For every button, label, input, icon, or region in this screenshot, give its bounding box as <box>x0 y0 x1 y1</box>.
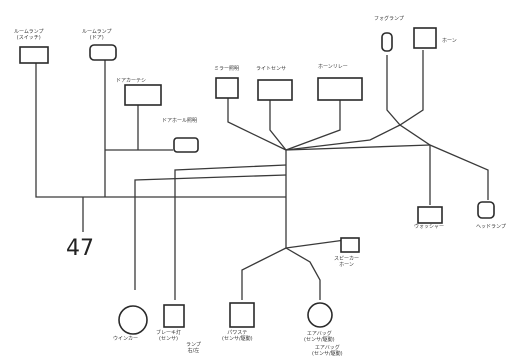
label-door-hole-light: ドアホール照明 <box>162 118 197 124</box>
label-lamp-lr: ランプ 右/左 <box>186 342 201 354</box>
label-text: スピーカー <box>334 256 360 262</box>
wire <box>285 247 321 300</box>
wire <box>285 50 424 151</box>
label-airbag-right: エアバッグ (センサ/駆動) <box>304 331 335 343</box>
label-washer: ウォッシャー <box>414 224 444 230</box>
label-text: エアバッグ <box>314 345 340 351</box>
component-box <box>340 237 360 253</box>
label-text: ランプ <box>186 342 201 348</box>
label-winker: ウインカー <box>113 336 138 342</box>
component-round <box>307 302 333 328</box>
component-box <box>477 201 495 219</box>
figure-number: 47 <box>66 236 94 261</box>
label-horn-top: ホーン <box>442 38 457 44</box>
wire <box>269 100 287 151</box>
label-text: ホーン <box>442 38 457 44</box>
wire <box>285 144 431 151</box>
label-text: エアバッグ <box>306 331 332 337</box>
label-text: ルームランプ <box>14 29 44 35</box>
wire <box>241 247 287 300</box>
wire <box>285 239 346 249</box>
label-text: ウォッシャー <box>414 224 445 230</box>
component-box <box>317 77 363 101</box>
label-text: ホーンリレー <box>318 64 348 70</box>
label-text: (センサ/駆動) <box>312 351 343 357</box>
label-power-steering: パワステ (センサ/駆動) <box>222 330 253 342</box>
label-text: ヘッドランプ <box>476 224 506 230</box>
component-box <box>173 137 199 153</box>
label-text: 右/左 <box>187 348 200 354</box>
label-text: ホーン <box>339 262 354 268</box>
component-box <box>381 32 393 52</box>
label-head-lamp: ヘッドランプ <box>476 224 506 230</box>
component-round <box>118 305 148 335</box>
label-brake-lamp: ブレーキ灯 (センサ) <box>156 330 181 342</box>
label-text: (ドア) <box>89 35 104 41</box>
label-text: フォグランプ <box>374 16 404 22</box>
label-text: ルームランプ <box>82 29 112 35</box>
label-text: ブレーキ灯 <box>156 330 182 336</box>
label-airbag-left: エアバッグ (センサ/駆動) <box>312 345 343 357</box>
label-speaker: スピーカー ホーン <box>334 256 359 268</box>
label-text: ウインカー <box>113 336 139 342</box>
wire <box>285 100 341 151</box>
label-text: パワステ <box>227 330 248 336</box>
component-box <box>417 206 443 224</box>
label-room-lamp-switch: ルームランプ (スイッチ) <box>14 29 43 41</box>
wire <box>386 55 489 200</box>
label-horn-relay: ホーンリレー <box>318 64 348 70</box>
component-box <box>89 44 117 61</box>
label-text: ドアカーテシ <box>116 78 147 84</box>
label-room-lamp-door: ルームランプ (ドア) <box>82 29 111 41</box>
wire <box>35 60 286 198</box>
component-box <box>229 302 255 328</box>
label-text: (センサ) <box>159 336 178 342</box>
label-fog-lamp: フォグランプ <box>374 16 404 22</box>
component-box <box>413 27 437 49</box>
label-light-sensor: ライトセンサ <box>256 66 286 72</box>
component-box <box>19 46 49 64</box>
wire <box>105 103 173 151</box>
label-text: (センサ/駆動) <box>304 337 335 343</box>
label-text: ミラー照明 <box>214 66 240 72</box>
component-box <box>215 77 239 99</box>
label-text: ライトセンサ <box>256 66 287 72</box>
component-box <box>124 84 162 106</box>
label-mirror-light: ミラー照明 <box>214 66 239 72</box>
label-text: (スイッチ) <box>16 35 41 41</box>
wire <box>227 98 287 151</box>
component-box <box>257 79 293 101</box>
label-door-courtesy: ドアカーテシ <box>116 78 146 84</box>
label-text: (センサ/駆動) <box>222 336 253 342</box>
wire <box>134 174 287 290</box>
component-box <box>163 304 185 328</box>
label-text: ドアホール照明 <box>162 118 198 124</box>
wire <box>174 164 287 300</box>
